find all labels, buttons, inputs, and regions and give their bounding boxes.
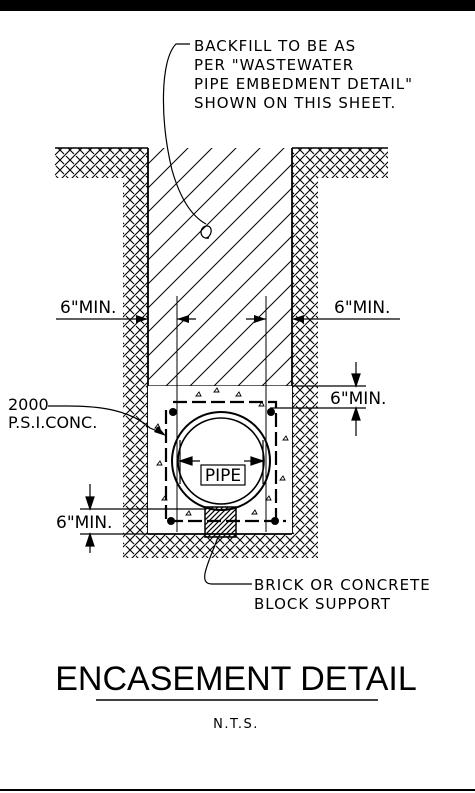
concrete-note-line-1: 2000 [8, 395, 49, 414]
left-clearance-dimension: 6"MIN. [56, 298, 196, 323]
support-leader: BRICK OR CONCRETE BLOCK SUPPORT [204, 536, 431, 613]
bottom-cover-dimension [80, 484, 205, 553]
drawing-title: ENCASEMENT DETAIL [55, 660, 416, 698]
top-cover-label: 6"MIN. [330, 389, 386, 409]
support-note-line-2: BLOCK SUPPORT [254, 595, 391, 613]
support-note-line-1: BRICK OR CONCRETE [254, 576, 431, 594]
pipe-label-box [200, 464, 246, 486]
ground-right [292, 147, 388, 540]
backfill-note-line-2: PER "WASTEWATER [194, 56, 354, 74]
backfill-note-line-4: SHOWN ON THIS SHEET. [194, 94, 396, 112]
bottom-cover-label: 6"MIN. [56, 513, 112, 533]
right-clearance-dimension: 6"MIN. [246, 298, 400, 323]
backfill-note-line-1: BACKFILL TO BE AS [194, 37, 356, 55]
backfill-note: BACKFILL TO BE AS PER "WASTEWATER PIPE E… [194, 37, 413, 112]
backfill-leader [162, 43, 212, 239]
scale-note: N.T.S. [213, 717, 259, 732]
concrete-leader: 2000 P.S.I.CONC. [8, 395, 166, 436]
top-cover-dimension [270, 362, 366, 436]
concrete-note-line-2: P.S.I.CONC. [8, 413, 97, 432]
pipe-dimension-arrows [178, 440, 265, 484]
ground-left [55, 147, 148, 540]
concrete-encasement [148, 386, 292, 538]
pipe-label: PIPE [205, 466, 241, 486]
trench-bottom-soil [123, 534, 318, 558]
right-clearance-label: 6"MIN. [334, 298, 390, 318]
backfill-note-line-3: PIPE EMBEDMENT DETAIL" [194, 75, 413, 93]
top-border [0, 0, 475, 11]
left-clearance-label: 6"MIN. [60, 298, 116, 318]
